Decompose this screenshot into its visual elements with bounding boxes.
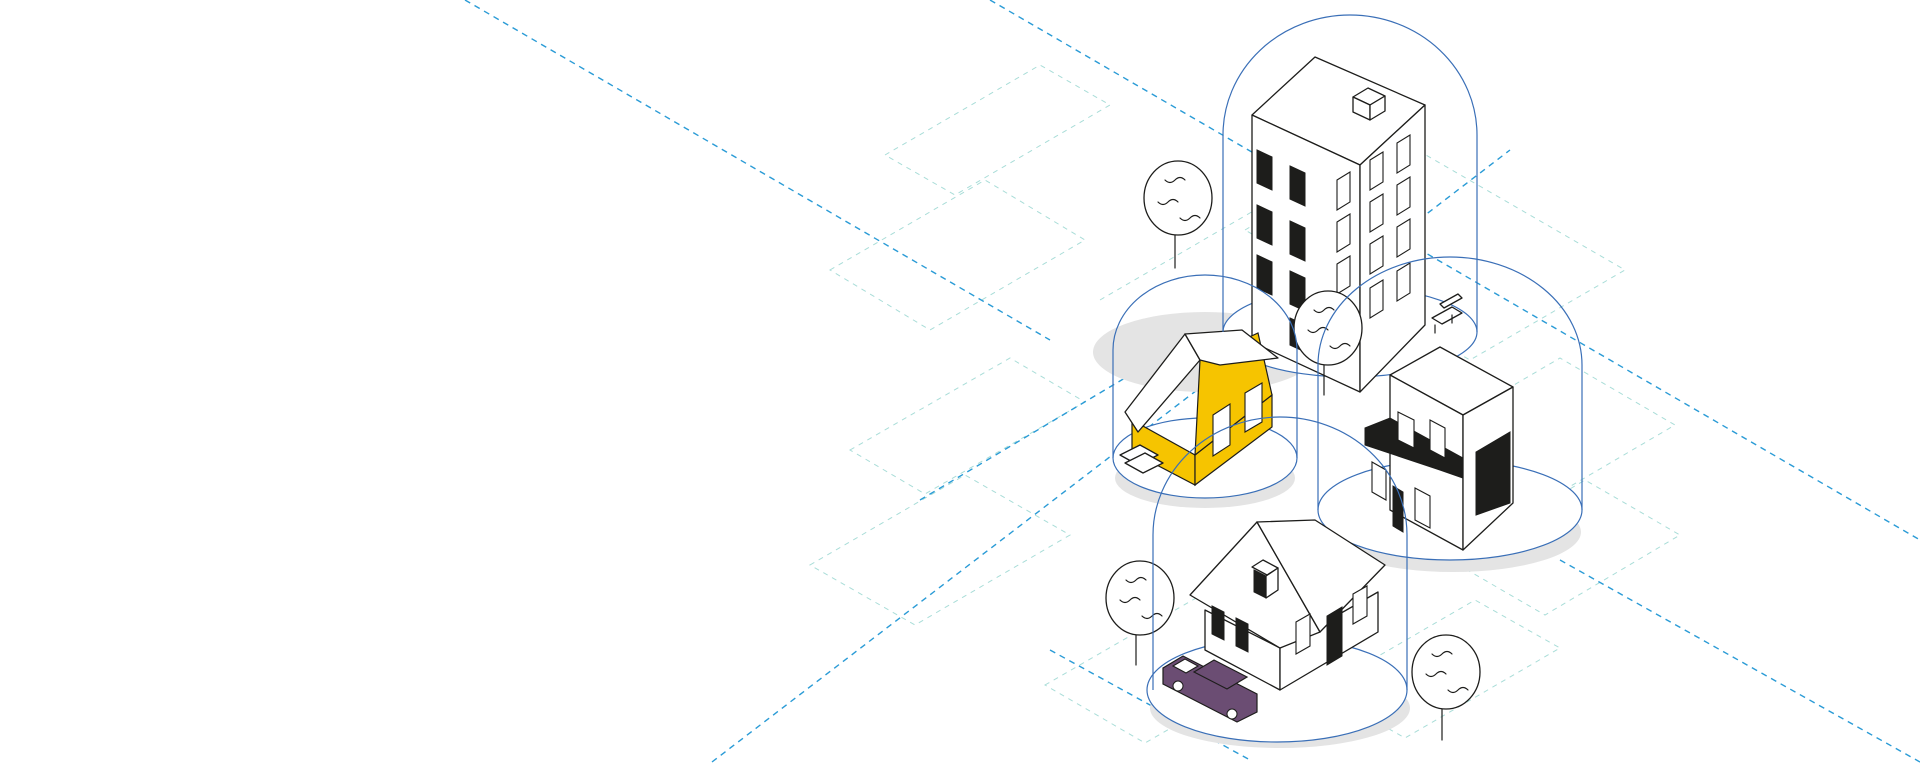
glass-domes bbox=[1112, 14, 1583, 690]
car bbox=[1162, 655, 1258, 723]
tree-center bbox=[1293, 290, 1363, 396]
trees bbox=[1105, 160, 1481, 741]
tree-bottom-right bbox=[1411, 634, 1481, 741]
modern-house bbox=[1364, 346, 1514, 551]
rooftop-cube bbox=[1352, 87, 1386, 121]
tree-top-left bbox=[1143, 160, 1213, 269]
tower-outline-windows bbox=[1336, 134, 1411, 319]
gabled-house bbox=[1189, 519, 1386, 691]
dome-yellow-house bbox=[1112, 274, 1298, 458]
dome-tower bbox=[1222, 14, 1478, 332]
tree-bottom-left bbox=[1105, 560, 1175, 666]
bench bbox=[1431, 293, 1463, 334]
dome-modern-house bbox=[1317, 256, 1583, 510]
yellow-house bbox=[1119, 329, 1279, 487]
dome-gabled-house bbox=[1152, 416, 1408, 690]
